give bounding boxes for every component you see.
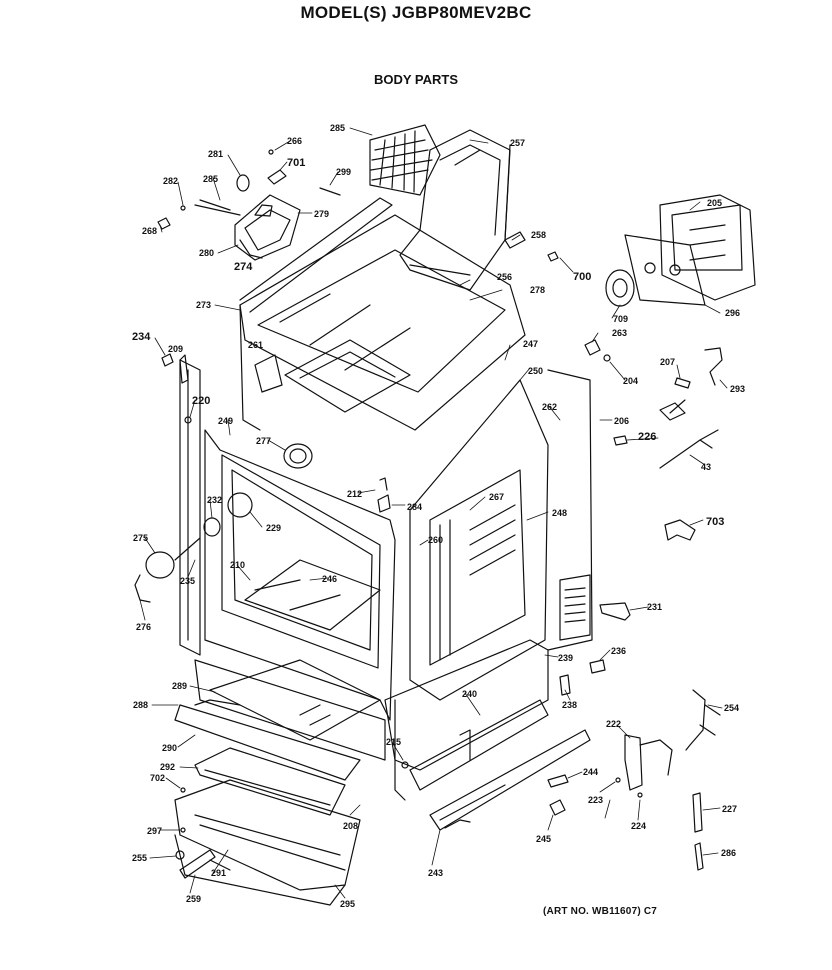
callout-205: 205 <box>707 198 722 208</box>
callout-259: 259 <box>186 894 201 904</box>
callout-226: 226 <box>638 431 656 443</box>
small-parts <box>134 149 723 879</box>
callout-250: 250 <box>528 366 543 376</box>
callout-204: 204 <box>623 376 638 386</box>
callout-297: 297 <box>147 826 162 836</box>
callout-215: 215 <box>386 737 401 747</box>
callout-295: 295 <box>340 899 355 909</box>
art-number: (ART NO. WB11607) C7 <box>543 906 658 917</box>
callout-229: 229 <box>266 523 281 533</box>
callout-267: 267 <box>489 492 504 502</box>
callout-285-grill: 285 <box>330 123 345 133</box>
callout-274: 274 <box>234 261 253 273</box>
callout-266: 266 <box>287 136 302 146</box>
callout-286: 286 <box>721 848 736 858</box>
callout-244: 244 <box>583 767 598 777</box>
callout-288: 288 <box>133 700 148 710</box>
callout-293: 293 <box>730 384 745 394</box>
callout-209: 209 <box>168 344 183 354</box>
callout-291: 291 <box>211 868 226 878</box>
callout-296: 296 <box>725 308 740 318</box>
callout-243: 243 <box>428 868 443 878</box>
callout-281: 281 <box>208 149 223 159</box>
callout-239: 239 <box>558 653 573 663</box>
callout-289: 289 <box>172 681 187 691</box>
callout-238: 238 <box>562 700 577 710</box>
callout-249: 249 <box>218 416 233 426</box>
callout-256: 256 <box>497 272 512 282</box>
callout-232: 232 <box>207 495 222 505</box>
callout-247: 247 <box>523 339 538 349</box>
callout-282: 282 <box>163 176 178 186</box>
callout-212: 212 <box>347 489 362 499</box>
callout-227: 227 <box>722 804 737 814</box>
callout-255: 255 <box>132 853 147 863</box>
callout-206-right: 206 <box>614 416 629 426</box>
callout-236: 236 <box>611 646 626 656</box>
callout-235: 235 <box>180 576 195 586</box>
callout-254: 254 <box>724 703 739 713</box>
callout-700: 700 <box>573 271 591 283</box>
callout-279: 279 <box>314 209 329 219</box>
callout-257: 257 <box>510 138 525 148</box>
callout-292: 292 <box>160 762 175 772</box>
callout-258: 258 <box>531 230 546 240</box>
callout-245: 245 <box>536 834 551 844</box>
callout-290: 290 <box>162 743 177 753</box>
callout-207: 207 <box>660 357 675 367</box>
oven-body <box>174 197 593 906</box>
callout-222: 222 <box>606 719 621 729</box>
callout-223: 223 <box>588 795 603 805</box>
callout-206-bottom: 208 <box>343 821 358 831</box>
section-title: BODY PARTS <box>373 72 459 87</box>
callout-224: 224 <box>631 821 646 831</box>
callout-268: 268 <box>142 226 157 236</box>
callout-709: 709 <box>613 314 628 324</box>
callout-273: 273 <box>196 300 211 310</box>
rear-bracket-parts <box>605 194 756 307</box>
callout-234: 234 <box>132 331 151 343</box>
callout-285-burner: 285 <box>203 174 218 184</box>
callout-261: 261 <box>248 340 263 350</box>
model-title: MODEL(S) JGBP80MEV2BC <box>300 3 532 22</box>
callout-260: 260 <box>428 535 443 545</box>
callout-246: 246 <box>322 574 337 584</box>
callout-701: 701 <box>287 157 305 169</box>
callout-277: 277 <box>256 436 271 446</box>
callout-248: 248 <box>552 508 567 518</box>
callout-284: 284 <box>407 502 422 512</box>
callout-702: 702 <box>150 773 165 783</box>
callout-278: 278 <box>530 285 545 295</box>
callout-43: 43 <box>701 462 711 472</box>
callout-231: 231 <box>647 602 662 612</box>
burner-assembly <box>194 124 511 291</box>
callout-703: 703 <box>706 516 724 528</box>
callout-299: 299 <box>336 167 351 177</box>
callout-210: 210 <box>230 560 245 570</box>
callout-275: 275 <box>133 533 148 543</box>
callout-263: 263 <box>612 328 627 338</box>
callout-262: 262 <box>542 402 557 412</box>
leader-lines <box>139 127 728 899</box>
callout-220: 220 <box>192 395 210 407</box>
callout-240: 240 <box>462 689 477 699</box>
callout-labels: 266 701 281 285 285 257 282 299 279 268 … <box>132 123 745 909</box>
callout-276: 276 <box>136 622 151 632</box>
callout-280: 280 <box>199 248 214 258</box>
